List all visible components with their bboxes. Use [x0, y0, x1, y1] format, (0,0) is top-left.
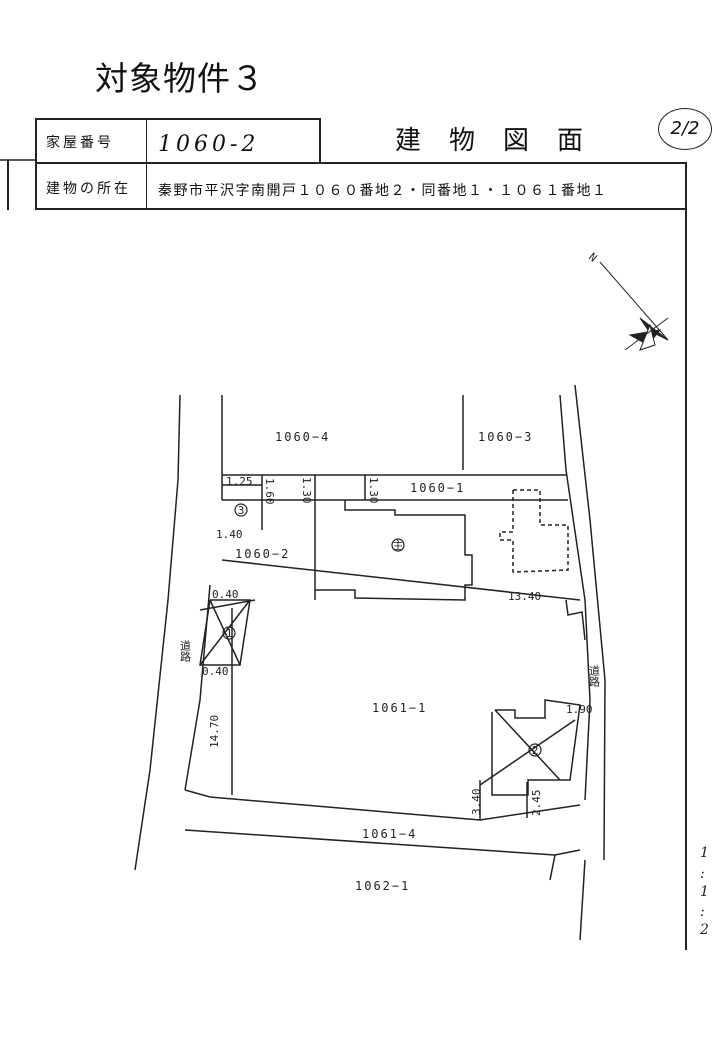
road-right-outer [574, 384, 606, 861]
dim-1-40: 1.40 [216, 528, 243, 541]
lot-1060-1-label: 1060−1 [410, 481, 465, 495]
margin-note-5: 2 [700, 922, 709, 938]
road-left-outer [134, 394, 181, 871]
road-right-label: 道路 [588, 664, 601, 688]
dim-1-60: 1.60 [263, 478, 276, 505]
dim-1-30-b: 1.30 [367, 477, 380, 504]
building-3-mark [234, 503, 248, 517]
building-1-label: 1 [226, 627, 233, 640]
lot-1062-1-label: 1062−1 [355, 879, 410, 893]
dim-0-40-b: 0.40 [202, 665, 229, 678]
lot-1062-divider [549, 854, 556, 881]
dim-0-40-a: 0.40 [212, 588, 239, 601]
compass-rose-icon [599, 261, 669, 351]
dim-14-70: 14.70 [208, 715, 221, 748]
lot-1061-1-label: 1061−1 [372, 701, 427, 715]
lot-1060-3-label: 1060−3 [478, 430, 533, 444]
building-1-cross-b [199, 599, 251, 666]
margin-note-1: 1 [700, 845, 709, 861]
dim-1-25: 1.25 [226, 475, 253, 488]
dim-1-30-a: 1.30 [300, 477, 313, 504]
building-2-cross-a [494, 709, 561, 781]
dim-13-40: 13.40 [508, 590, 541, 603]
location-value: 秦野市平沢字南開戸１０６０番地２・同番地１・１０６１番地１ [158, 183, 608, 199]
building-2-mark [528, 743, 542, 757]
lot-1060-2-label: 1060−2 [235, 547, 290, 561]
margin-note-2: : [700, 866, 705, 882]
page-number-circle: 2/2 [658, 108, 712, 150]
building-3-label: 3 [238, 504, 245, 517]
page-heading: 対象物件３ [95, 59, 265, 98]
road-right-inner [559, 394, 591, 801]
main-building-label: 主 [393, 539, 404, 552]
lot-1060-4-label: 1060−4 [275, 430, 330, 444]
location-label: 建物の所在 [46, 181, 131, 197]
building-2-label: 2 [532, 744, 539, 757]
dim-1-90: 1.90 [566, 703, 593, 716]
lot-1061-1-bottom [184, 789, 581, 821]
house-number-label: 家屋番号 [46, 135, 114, 151]
location-row [35, 162, 687, 210]
main-building-outline [315, 500, 473, 601]
house-number-value: 1060-2 [158, 132, 260, 157]
road-left-label: 道路 [179, 639, 192, 663]
road-left-inner [184, 584, 211, 791]
house-number-label-cell [35, 118, 147, 164]
dim-2-45: 2.45 [530, 790, 543, 817]
building-1-dim [199, 599, 256, 611]
road-right-lower [579, 859, 586, 941]
document-title: 建物図面 [395, 126, 612, 156]
margin-note-3: 1 [700, 884, 709, 900]
building-1-mark [222, 626, 236, 640]
neighbour-building-dashed [499, 489, 569, 573]
lot-boundary-diagonal [221, 559, 581, 601]
lot-1061-4-label: 1061−4 [362, 827, 417, 841]
main-building-mark [391, 538, 405, 552]
lot-boundary-step [565, 599, 586, 641]
margin-note-4: : [700, 904, 705, 920]
dim-3-40: 3.40 [470, 789, 483, 816]
building-2-cross-b [479, 719, 576, 786]
compass-north-label: N [586, 250, 599, 264]
building-2-outline [491, 699, 581, 796]
location-label-cell [35, 162, 147, 210]
